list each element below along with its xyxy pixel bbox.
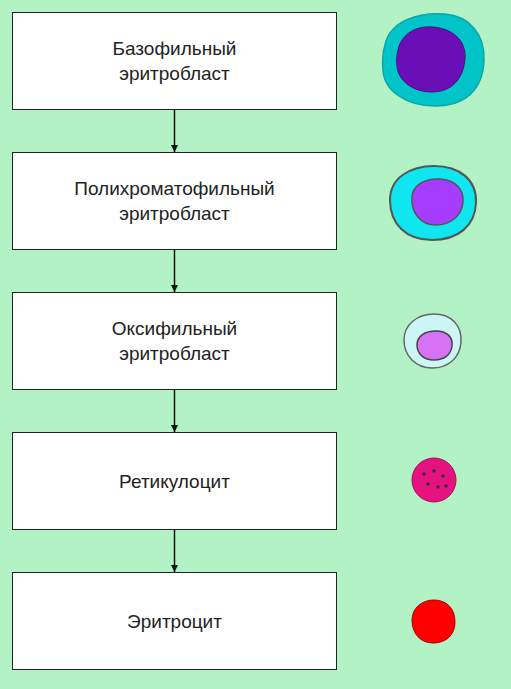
process-box: Ретикулоцит <box>12 432 337 530</box>
basophilic-erythroblast-cell <box>383 14 484 106</box>
box-label: Оксифильный эритробласт <box>62 316 287 366</box>
box-text-group: Эритроцит <box>62 609 287 634</box>
box-label: Базофильный эритробласт <box>62 36 287 86</box>
box-text-group: Полихроматофильный эритробласт <box>62 176 287 226</box>
box-label: Полихроматофильный эритробласт <box>62 176 287 226</box>
box-text-group: Оксифильный эритробласт <box>62 316 287 366</box>
erythrocyte-cell <box>412 600 455 643</box>
process-box: Базофильный эритробласт <box>12 12 337 110</box>
box-label: Ретикулоцит <box>62 469 287 494</box>
box-text-group: Базофильный эритробласт <box>62 36 287 86</box>
flow-arrow <box>174 390 176 432</box>
box-label: Эритроцит <box>62 609 287 634</box>
oxyphilic-erythroblast-cell <box>404 314 461 368</box>
process-box: Полихроматофильный эритробласт <box>12 152 337 250</box>
box-text-group: Ретикулоцит <box>62 469 287 494</box>
polychromatophilic-erythroblast-cell <box>390 166 476 240</box>
process-box: Эритроцит <box>12 572 337 670</box>
flow-arrow <box>174 250 176 292</box>
flow-arrow <box>174 530 176 572</box>
reticulocyte-cell <box>412 458 456 502</box>
flow-arrow <box>174 110 176 152</box>
process-box: Оксифильный эритробласт <box>12 292 337 390</box>
